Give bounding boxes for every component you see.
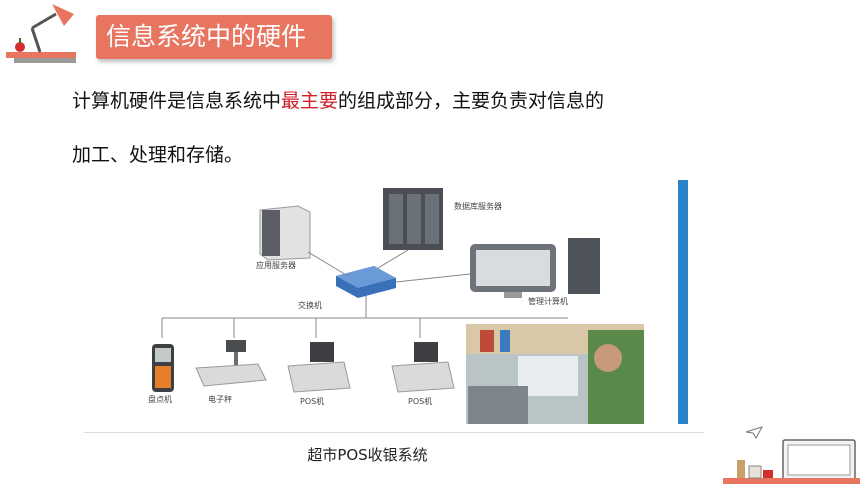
inventory-scanner-icon	[152, 344, 174, 392]
caption-divider	[84, 432, 704, 433]
para-highlight: 最主要	[281, 90, 339, 112]
slide-title: 信息系统中的硬件	[106, 22, 307, 51]
switch-icon	[336, 266, 396, 298]
label-switch: 交换机	[298, 300, 322, 310]
slide-title-banner: 信息系统中的硬件	[96, 15, 332, 59]
management-computer-icon	[470, 238, 600, 298]
checkout-photo	[466, 324, 644, 424]
para-text-after: 的组成部分，主要负责对信息的	[338, 90, 605, 112]
label-pos-1: POS机	[300, 396, 324, 406]
label-scale: 电子秤	[208, 394, 232, 404]
body-paragraph-line-2: 加工、处理和存储。	[72, 144, 244, 166]
electronic-scale-icon	[195, 340, 267, 387]
label-pos-2: POS机	[408, 396, 432, 406]
label-app-server: 应用服务器	[256, 260, 296, 270]
app-server-icon	[259, 205, 311, 261]
database-server-icon	[383, 188, 443, 250]
body-paragraph-line-1: 计算机硬件是信息系统中最主要的组成部分，主要负责对信息的	[72, 89, 604, 113]
para-text-before: 计算机硬件是信息系统中	[72, 90, 282, 112]
network-links	[161, 249, 568, 338]
pos-terminal-icon-2	[391, 342, 455, 393]
desk-lamp-icon	[6, 4, 76, 63]
figure-caption: 超市POS收银系统	[307, 446, 428, 464]
label-inventory: 盘点机	[148, 394, 172, 404]
label-mgmt-pc: 管理计算机	[528, 296, 568, 306]
pos-network-diagram: 数据库服务器 应用服务器 交换机 管理计算机 盘点机	[148, 180, 688, 424]
side-accent-bar	[678, 180, 688, 424]
pos-terminal-icon-1	[287, 342, 351, 393]
paper-plane-icon	[745, 426, 763, 439]
desk-monitor-icon	[723, 439, 860, 484]
label-db-server: 数据库服务器	[454, 201, 502, 211]
